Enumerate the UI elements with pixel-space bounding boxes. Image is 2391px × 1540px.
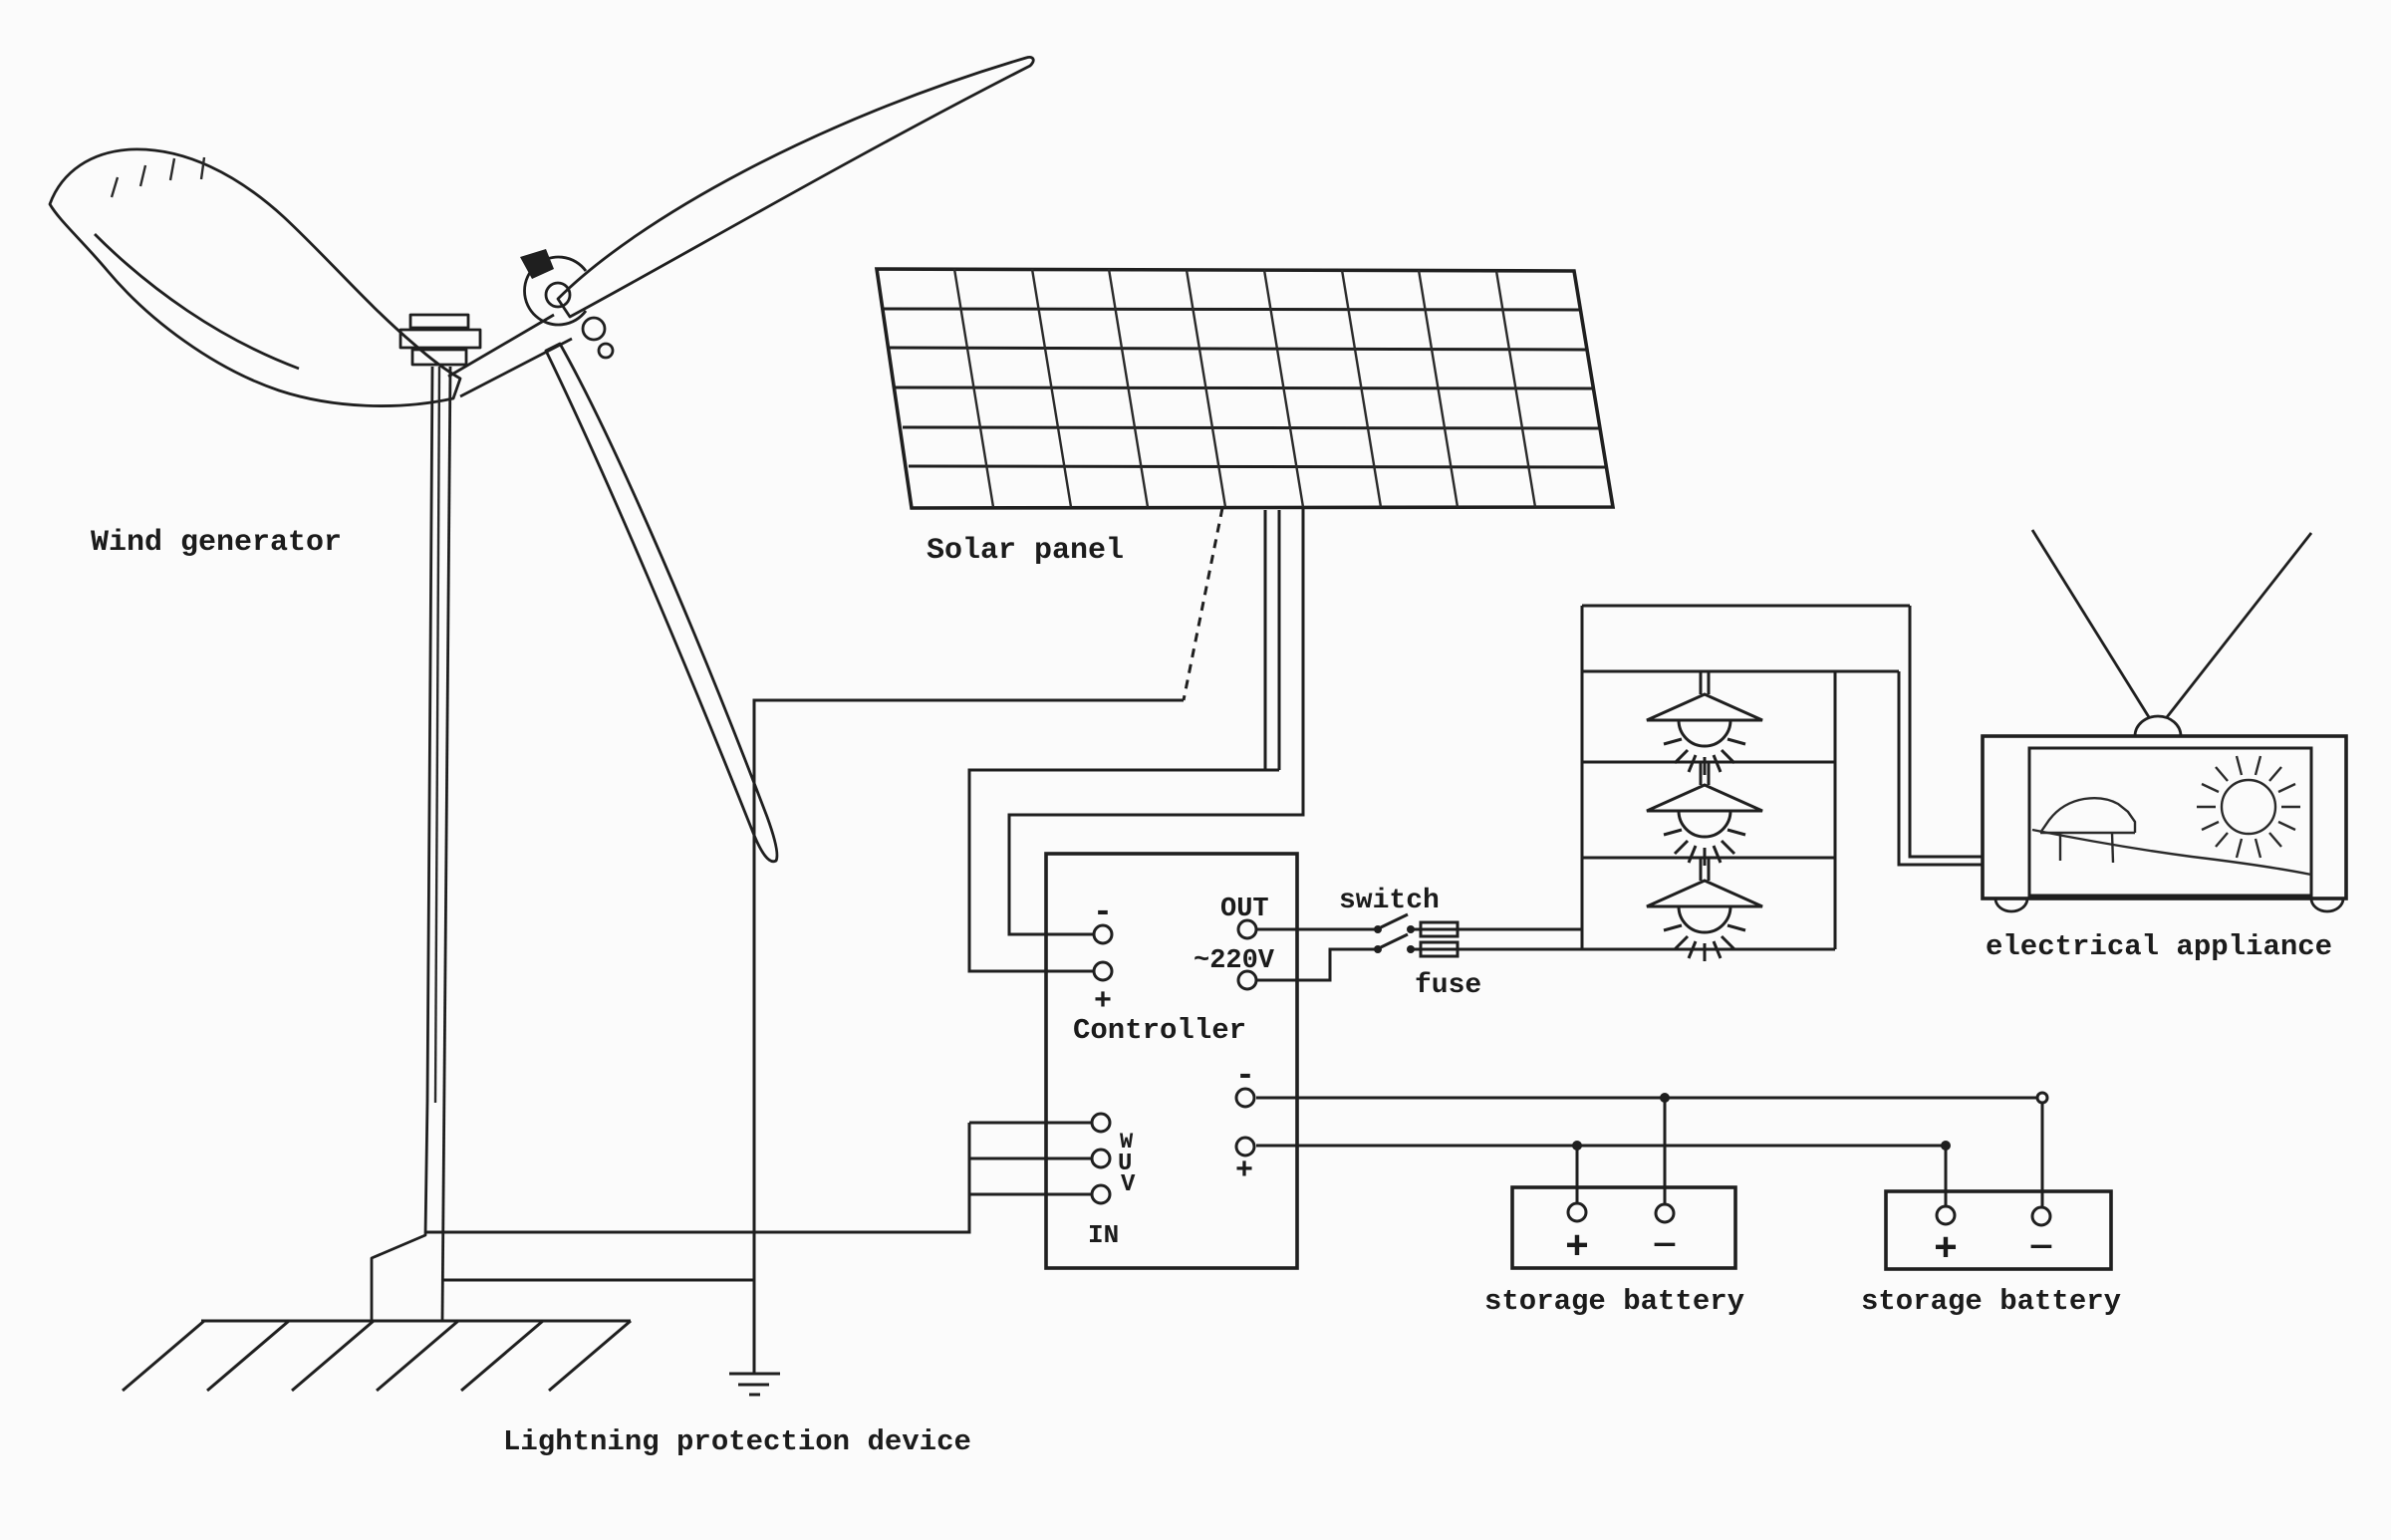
battery-1-plus-terminal xyxy=(1566,1201,1588,1223)
battery-1-label: storage battery xyxy=(1484,1285,1744,1318)
controller-box xyxy=(1044,852,1299,1270)
battery-2-box xyxy=(1884,1189,2113,1271)
terminal-solar-plus xyxy=(1092,960,1114,982)
controller-label: Controller xyxy=(1073,1014,1246,1047)
battery-wiring xyxy=(1256,1091,2049,1216)
wind-generator-label: Wind generator xyxy=(91,526,342,560)
solar-wiring xyxy=(967,508,1305,973)
label-out: OUT xyxy=(1220,895,1269,924)
earth-ground-symbol xyxy=(729,1372,780,1397)
lamp-2 xyxy=(1645,760,1764,868)
storage-battery-1: + — storage battery xyxy=(1484,1185,1744,1318)
label-solar-minus: - xyxy=(1093,895,1113,932)
battery-2-plus-terminal xyxy=(1935,1204,1957,1226)
tv-body xyxy=(1981,734,2348,900)
tv-picture-sun xyxy=(2197,755,2300,859)
terminal-w xyxy=(1090,1112,1112,1134)
switch-label: switch xyxy=(1339,886,1440,916)
terminal-batt-plus xyxy=(1234,1136,1256,1157)
tv-screen xyxy=(2027,746,2313,898)
wind-blade-up xyxy=(556,56,1035,319)
tv-foot-left xyxy=(1993,898,2029,913)
wind-generator: Wind generator xyxy=(48,56,1035,1322)
battery-2-label: storage battery xyxy=(1861,1285,2121,1318)
wind-tail-wing xyxy=(48,147,462,407)
label-batt-plus: + xyxy=(1235,1155,1253,1188)
fuse-label: fuse xyxy=(1415,970,1481,1001)
battery-2-plus-sign: + xyxy=(1934,1228,1958,1273)
lamp-3 xyxy=(1645,856,1764,963)
solar-panel-grid xyxy=(882,268,1607,508)
label-u: U xyxy=(1118,1151,1132,1177)
wind-wiring xyxy=(425,1121,1092,1234)
battery-1-plus-sign: + xyxy=(1565,1226,1589,1271)
switch-symbol-1 xyxy=(1372,912,1417,935)
earth-conductor xyxy=(752,698,1184,1373)
controller: Controller - + OUT ~220V - + W U V IN xyxy=(1044,852,1299,1270)
terminal-u xyxy=(1090,1148,1112,1169)
terminal-v xyxy=(1090,1183,1112,1205)
label-in: IN xyxy=(1088,1220,1119,1250)
battery-1-minus-terminal xyxy=(1654,1202,1676,1224)
label-v: V xyxy=(1121,1171,1136,1198)
tv-picture-house xyxy=(2031,797,2312,877)
battery-2-minus-terminal xyxy=(2030,1205,2052,1227)
wind-hub xyxy=(520,249,615,360)
lamp-1 xyxy=(1645,669,1764,777)
antenna-left xyxy=(2030,529,2151,718)
battery-1-box xyxy=(1510,1185,1737,1270)
lightning-protection: Lightning protection device xyxy=(121,507,1224,1458)
lightning-protection-label: Lightning protection device xyxy=(503,1425,971,1458)
antenna-right xyxy=(2165,532,2313,718)
antenna-dome xyxy=(2133,714,2183,737)
label-solar-plus: + xyxy=(1094,985,1112,1019)
output-wiring: switch fuse xyxy=(1256,886,1835,1001)
wind-blade-down xyxy=(544,342,779,864)
electrical-appliance-label: electrical appliance xyxy=(1986,930,2332,963)
solar-panel: Solar panel xyxy=(874,267,1616,568)
label-batt-minus: - xyxy=(1235,1058,1255,1096)
battery-1-minus-sign: — xyxy=(1654,1226,1676,1264)
solar-panel-label: Solar panel xyxy=(927,534,1124,568)
storage-battery-2: + — storage battery xyxy=(1861,1189,2121,1318)
switch-symbol-2 xyxy=(1372,932,1417,955)
label-w: W xyxy=(1120,1130,1134,1155)
wind-tower-flange xyxy=(398,313,482,367)
wind-tower xyxy=(370,366,452,1322)
label-220v: ~220V xyxy=(1194,946,1275,976)
tv-foot-right xyxy=(2309,898,2345,913)
electrical-appliance: electrical appliance xyxy=(1981,529,2348,963)
lamp-bank xyxy=(1580,604,1983,963)
battery-2-minus-sign: — xyxy=(2030,1228,2052,1266)
lightning-lead-dashed xyxy=(1182,507,1224,701)
